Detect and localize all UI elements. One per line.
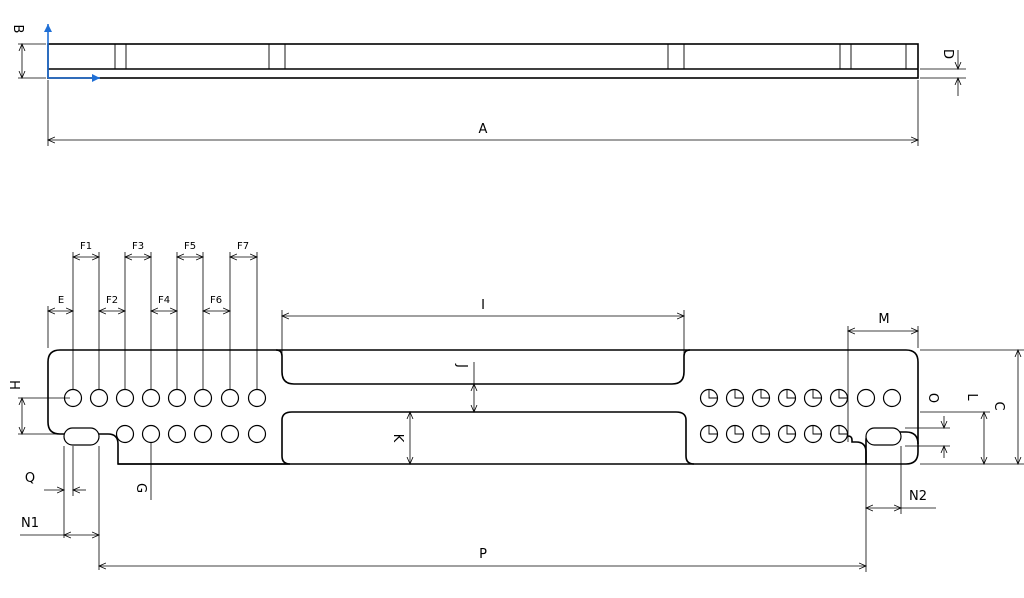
label-F3: F3 xyxy=(132,241,144,252)
label-F4: F4 xyxy=(158,295,170,306)
hole-right-top-3-mark xyxy=(760,389,770,399)
dimension-O: O xyxy=(905,393,950,458)
top-view: E F1 F2 F3 F4 F5 F6 F7 xyxy=(6,241,1024,572)
dimension-D: D xyxy=(920,49,966,96)
label-A: A xyxy=(479,122,488,137)
hole-left-top-5 xyxy=(167,388,187,408)
hole-left-bottom-3 xyxy=(167,424,187,444)
hole-right-top-2-mark xyxy=(734,389,744,399)
label-G: G xyxy=(133,483,148,493)
dimension-M: M xyxy=(848,312,918,442)
axis-icon xyxy=(44,24,100,82)
hole-right-bottom-3-mark xyxy=(760,425,770,435)
hole-left-top-8 xyxy=(247,388,267,408)
dimension-L: L xyxy=(920,393,990,464)
dimension-H: H xyxy=(6,380,70,434)
dimension-A: A xyxy=(48,80,918,146)
label-F1: F1 xyxy=(80,241,92,252)
dimension-B: B xyxy=(10,25,46,78)
label-F5: F5 xyxy=(184,241,196,252)
dimension-C: C xyxy=(920,350,1024,464)
hole-pattern xyxy=(63,388,902,444)
label-K: K xyxy=(390,434,405,443)
plate-outline xyxy=(47,349,919,465)
dimension-I: I xyxy=(282,298,684,354)
label-N1: N1 xyxy=(21,516,39,531)
hole-right-top-7 xyxy=(856,388,876,408)
hole-right-bottom-2-mark xyxy=(734,425,744,435)
dimension-P: P xyxy=(99,547,866,566)
hole-right-top-5-mark xyxy=(812,389,822,399)
dimension-Q: Q xyxy=(25,446,86,538)
hole-right-top-6-mark xyxy=(838,389,848,399)
hole-left-top-2 xyxy=(89,388,109,408)
hole-left-top-4 xyxy=(141,388,161,408)
label-E: E xyxy=(58,295,64,306)
hole-left-bottom-6 xyxy=(247,424,267,444)
label-F6: F6 xyxy=(210,295,222,306)
hole-left-bottom-2 xyxy=(141,424,161,444)
dimension-N2: N2 xyxy=(866,446,936,572)
label-Q: Q xyxy=(25,471,35,486)
label-O: O xyxy=(925,393,940,403)
slot-left xyxy=(63,427,100,446)
label-B: B xyxy=(10,25,25,34)
hole-left-bottom-5 xyxy=(220,424,240,444)
upper-slot xyxy=(275,349,691,385)
label-D: D xyxy=(940,49,955,59)
side-view: B D A xyxy=(10,24,966,146)
hole-right-bottom-6-mark xyxy=(838,425,848,435)
dimension-K: K xyxy=(390,412,410,464)
label-J: J xyxy=(454,363,469,368)
label-I: I xyxy=(481,298,485,313)
label-C: C xyxy=(991,401,1006,410)
dimension-F-series: F1 F2 F3 F4 F5 F6 F7 xyxy=(73,241,257,390)
label-F7: F7 xyxy=(237,241,249,252)
hole-left-top-6 xyxy=(193,388,213,408)
hole-left-bottom-1 xyxy=(115,424,135,444)
label-F2: F2 xyxy=(106,295,118,306)
hole-left-top-7 xyxy=(220,388,240,408)
label-L: L xyxy=(964,393,979,401)
hole-right-top-4-mark xyxy=(786,389,796,399)
slot-right xyxy=(865,427,902,446)
label-H: H xyxy=(6,380,21,390)
hole-left-bottom-4 xyxy=(193,424,213,444)
side-view-steps xyxy=(114,44,907,69)
side-view-outline xyxy=(47,43,919,79)
dimension-N1: N1 xyxy=(20,446,99,570)
hole-right-top-1-mark xyxy=(708,389,718,399)
hole-right-bottom-1-mark xyxy=(708,425,718,435)
label-N2: N2 xyxy=(909,489,927,504)
hole-left-top-3 xyxy=(115,388,135,408)
dimension-G: G xyxy=(133,442,152,500)
label-M: M xyxy=(878,312,889,327)
label-P: P xyxy=(479,547,487,562)
hole-right-top-8 xyxy=(882,388,902,408)
hole-right-bottom-5-mark xyxy=(812,425,822,435)
dimension-J: J xyxy=(454,362,474,412)
hole-right-bottom-4-mark xyxy=(786,425,796,435)
dimension-E: E xyxy=(48,295,73,390)
